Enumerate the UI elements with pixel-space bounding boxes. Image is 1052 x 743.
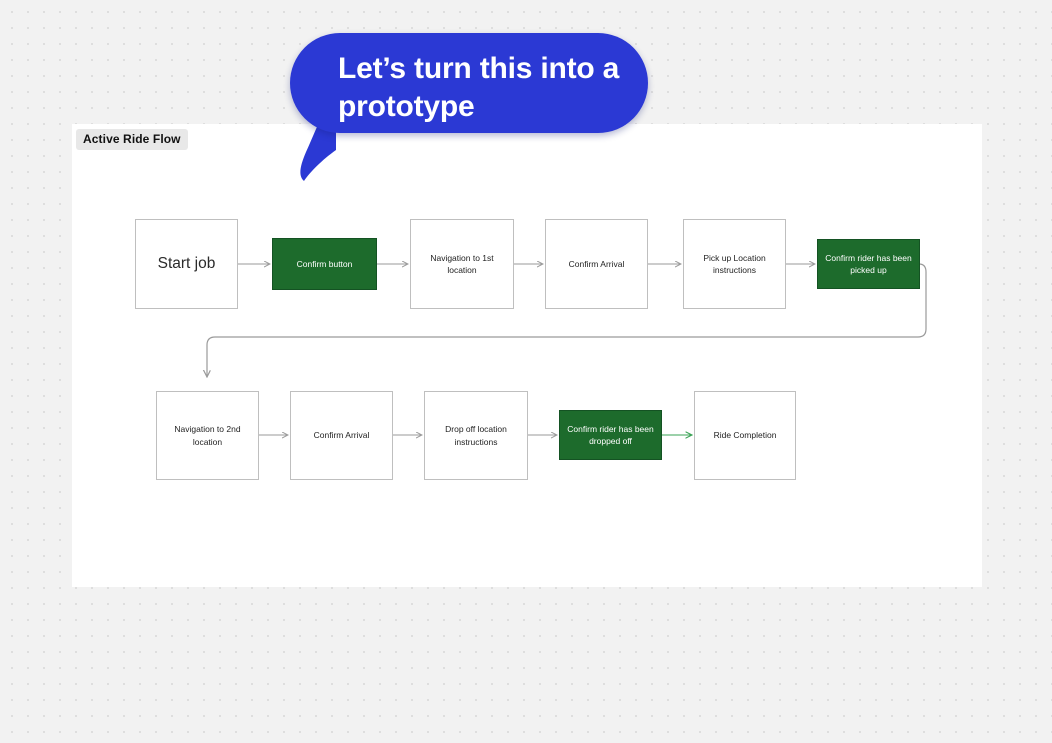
frame-active-ride-flow[interactable] [72, 124, 982, 587]
node-navigation-2nd[interactable]: Navigation to 2nd location [156, 391, 259, 480]
node-confirm-dropped-off[interactable]: Confirm rider has been dropped off [559, 410, 662, 460]
node-label: Navigation to 1st location [430, 252, 494, 275]
node-confirm-arrival-2[interactable]: Confirm Arrival [290, 391, 393, 480]
node-label: Navigation to 2nd location [174, 424, 241, 447]
node-label: Confirm rider has been dropped off [567, 423, 654, 446]
node-start-job[interactable]: Start job [135, 219, 238, 309]
node-confirm-button[interactable]: Confirm button [272, 238, 377, 290]
node-label: Confirm Arrival [313, 430, 370, 441]
node-dropoff-instructions[interactable]: Drop off location instructions [424, 391, 528, 480]
node-ride-completion[interactable]: Ride Completion [694, 391, 796, 480]
frame-label[interactable]: Active Ride Flow [76, 129, 188, 150]
node-label: Drop off location instructions [445, 424, 507, 447]
node-navigation-1st[interactable]: Navigation to 1st location [410, 219, 514, 309]
node-confirm-picked-up[interactable]: Confirm rider has been picked up [817, 239, 920, 289]
callout-body [290, 33, 648, 133]
callout-bubble[interactable]: Let’s turn this into a prototype [290, 33, 648, 181]
callout-text: Let’s turn this into a prototype [338, 52, 620, 124]
node-label: Start job [157, 254, 216, 272]
node-pickup-instructions[interactable]: Pick up Location instructions [683, 219, 786, 309]
node-label: Confirm button [296, 258, 353, 269]
node-label: Pick up Location instructions [703, 252, 766, 275]
node-label: Confirm rider has been picked up [825, 252, 912, 275]
node-confirm-arrival-1[interactable]: Confirm Arrival [545, 219, 648, 309]
node-label: Ride Completion [713, 430, 777, 441]
node-label: Confirm Arrival [568, 258, 625, 269]
